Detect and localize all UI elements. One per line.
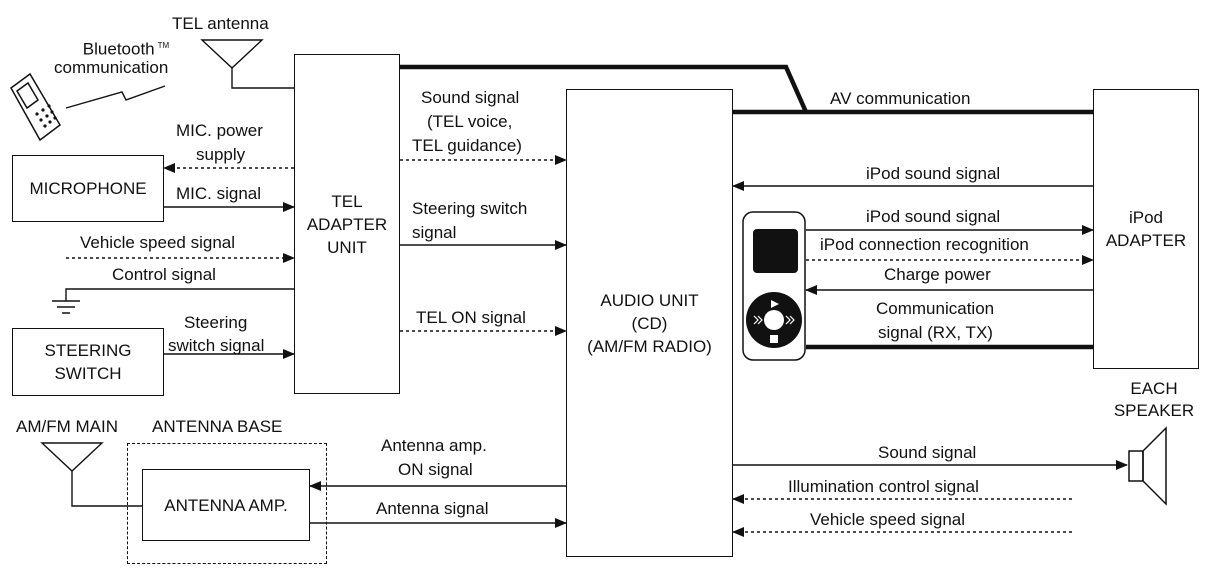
communication-signal-label-2: signal (RX, TX) — [878, 323, 993, 342]
antenna-amp-on-label-2: ON signal — [398, 460, 473, 479]
ipod-sound-in-label: iPod sound signal — [866, 164, 1001, 183]
tel-antenna-icon — [200, 39, 264, 69]
ipod-adapter-box: iPod ADAPTER — [1093, 89, 1199, 369]
sound-signal-label-1: Sound signal — [421, 88, 520, 107]
am-fm-main-label: AM/FM MAIN — [16, 417, 118, 436]
control-signal-label: Control signal — [112, 265, 216, 284]
audio-unit-label: AUDIO UNIT (CD) (AM/FM RADIO) — [587, 290, 712, 356]
steering-switch-label: STEERING SWITCH — [44, 341, 132, 383]
microphone-label: MICROPHONE — [29, 179, 147, 198]
audio-unit-box: AUDIO UNIT (CD) (AM/FM RADIO) — [566, 89, 733, 557]
bluetooth-text: Bluetooth — [82, 39, 155, 59]
sound-signal-label-3: TEL guidance) — [412, 136, 522, 155]
sound-signal-label-2: (TEL voice, — [427, 112, 513, 131]
trademark-mark: TM — [157, 41, 170, 50]
bluetooth-communication-label: communication — [54, 58, 169, 77]
speaker-sound-signal-label: Sound signal — [878, 443, 977, 462]
steering-switch-signal-label-1: Steering switch — [412, 199, 528, 218]
charge-power-label: Charge power — [884, 265, 991, 284]
vehicle-speed-right-label: Vehicle speed signal — [810, 510, 966, 529]
microphone-box: MICROPHONE — [12, 155, 164, 222]
tel-adapter-unit-box: TEL ADAPTER UNIT — [294, 54, 400, 394]
illumination-control-label: Illumination control signal — [788, 477, 979, 496]
steering-signal-label-1: Steering — [184, 313, 248, 332]
mic-power-label-2: supply — [196, 145, 246, 164]
antenna-base-label: ANTENNA BASE — [152, 417, 283, 436]
av-communication-label: AV communication — [830, 89, 971, 108]
tel-antenna-label: TEL antenna — [172, 14, 269, 33]
tel-adapter-unit-label: TEL ADAPTER UNIT — [306, 191, 388, 257]
ipod-connection-label: iPod connection recognition — [820, 235, 1029, 254]
steering-switch-signal-label-2: signal — [412, 223, 457, 242]
av-communication-bus — [400, 64, 1093, 350]
speaker-icon — [1128, 426, 1167, 506]
each-speaker-label: EACH SPEAKER — [1113, 379, 1195, 420]
ipod-device-icon — [742, 211, 806, 361]
tel-on-signal-label: TEL ON signal — [416, 308, 526, 327]
steering-signal-label-2: switch signal — [168, 336, 265, 355]
antenna-amp-box: ANTENNA AMP. — [142, 469, 310, 541]
ground-icon — [52, 300, 80, 314]
antenna-base-frame — [127, 443, 327, 564]
bluetooth-wave-icon — [65, 85, 166, 109]
ipod-adapter-label: iPod ADAPTER — [1105, 208, 1187, 250]
cellphone-icon — [10, 72, 61, 142]
vehicle-speed-left-label: Vehicle speed signal — [80, 233, 236, 252]
am-fm-antenna-icon — [40, 442, 104, 472]
antenna-amp-on-label-1: Antenna amp. — [381, 436, 487, 455]
antenna-amp-label: ANTENNA AMP. — [164, 495, 288, 515]
communication-signal-label-1: Communication — [876, 299, 995, 318]
steering-switch-box: STEERING SWITCH — [12, 328, 164, 396]
mic-power-label-1: MIC. power — [176, 121, 263, 140]
mic-signal-label: MIC. signal — [176, 184, 262, 203]
antenna-signal-label: Antenna signal — [376, 499, 489, 518]
ipod-sound-out-label: iPod sound signal — [866, 207, 1001, 226]
